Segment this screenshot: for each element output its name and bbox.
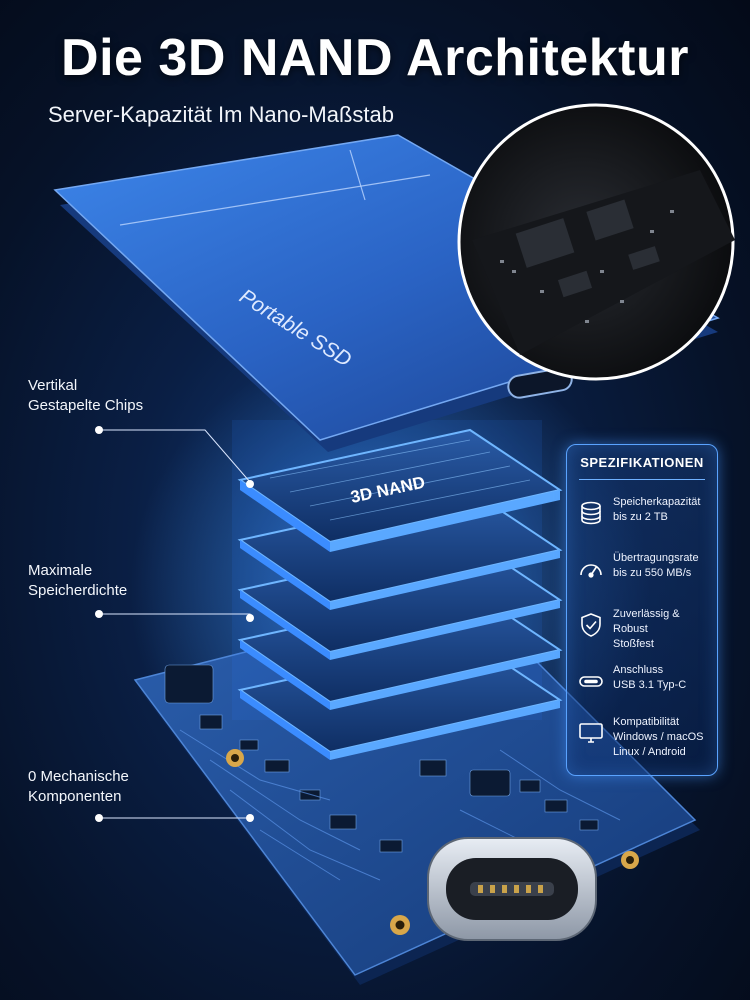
callout-line: Komponenten (28, 788, 122, 805)
spec-label: Übertragungsrate (613, 552, 699, 564)
spec-item-capacity: Speicherkapazität bis zu 2 TB (577, 493, 713, 543)
specifications-panel: SPEZIFIKATIONEN Speicherkapazität bis zu… (566, 444, 718, 776)
callout-no-mechanical-parts: 0 Mechanische Komponenten (28, 767, 129, 807)
callout-line: Vertikal (28, 377, 78, 394)
spec-label: Zuverlässig & Robust (613, 608, 680, 635)
specifications-divider (579, 479, 705, 480)
spec-label: Kompatibilität (613, 716, 680, 728)
spec-value: bis zu 2 TB (613, 511, 668, 523)
spec-item-compatibility: Kompatibilität Windows / macOS Linux / A… (577, 713, 713, 763)
spec-value: bis zu 550 MB/s (613, 567, 692, 579)
subheadline: Server-Kapazität Im Nano-Maßstab (48, 102, 395, 127)
callout-stacked-chips: Vertikal Gestapelte Chips (28, 376, 143, 416)
usb-c-connector (427, 837, 597, 941)
spec-item-durability: Zuverlässig & Robust Stoßfest (577, 605, 713, 655)
storage-icon (581, 501, 601, 525)
nand-layer-top (237, 428, 563, 552)
callout-line: Maximale (28, 562, 93, 579)
shield-check-icon (581, 613, 601, 637)
callout-dots (95, 426, 254, 822)
callout-storage-density: Maximale Speicherdichte (28, 561, 127, 601)
usb-c-port-icon (579, 676, 603, 687)
spec-value: Stoßfest (613, 638, 654, 650)
spec-item-transfer-rate: Übertragungsrate bis zu 550 MB/s (577, 549, 713, 599)
callout-line: 0 Mechanische (28, 768, 129, 785)
nand-layer-stack: 3D NAND (237, 428, 563, 760)
spec-value: Linux / Android (613, 746, 686, 758)
callout-line: Gestapelte Chips (28, 397, 144, 414)
specifications-title: SPEZIFIKATIONEN (580, 455, 704, 470)
speedometer-icon (580, 564, 602, 578)
spec-item-connection: Anschluss USB 3.1 Typ-C (577, 661, 713, 711)
spec-value: Windows / macOS (613, 731, 704, 743)
callout-line: Speicherdichte (28, 582, 128, 599)
monitor-icon (579, 723, 603, 743)
gold-pads (226, 749, 639, 935)
chip-closeup-circle (457, 103, 735, 381)
headline: Die 3D NAND Architektur (61, 29, 689, 87)
spec-label: Speicherkapazität (613, 496, 701, 508)
spec-label: Anschluss (613, 664, 664, 676)
spec-value: USB 3.1 Typ-C (613, 679, 687, 691)
